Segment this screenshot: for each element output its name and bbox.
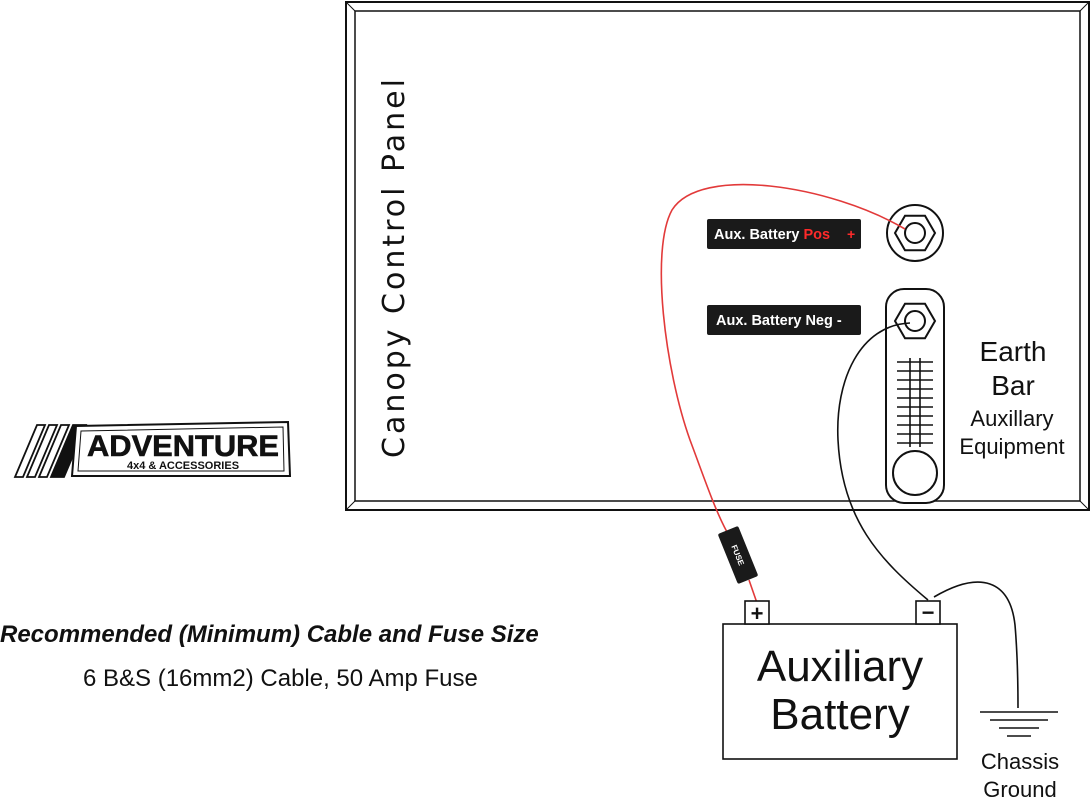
recommendation-detail: 6 B&S (16mm2) Cable, 50 Amp Fuse: [83, 665, 478, 692]
fuse: FUSE: [718, 526, 758, 584]
earth-bar-title-1: Earth: [980, 336, 1047, 367]
negative-wire: [836, 322, 929, 601]
auxiliary-battery: [722, 600, 958, 760]
ground-label-1: Chassis: [981, 749, 1059, 774]
pos-label-sign: +: [847, 226, 855, 242]
ground-icon: [980, 711, 1058, 737]
chassis-ground-wire: [933, 581, 1019, 709]
pos-terminal-label: Aux. Battery Pos +: [707, 219, 861, 249]
earth-bar-sub-1: Auxillary: [970, 406, 1053, 431]
battery-label-2: Battery: [770, 690, 909, 739]
pos-label-accent: Pos: [803, 227, 830, 243]
brand-logo: ADVENTURE 4x4 & ACCESSORIES: [13, 420, 292, 478]
neg-terminal-label: Aux. Battery Neg -: [707, 305, 861, 335]
earth-bar-title-2: Bar: [991, 370, 1035, 401]
earth-bar: [885, 288, 945, 504]
positive-wire: [660, 183, 906, 533]
svg-text:Aux. Battery Pos: Aux. Battery Pos: [714, 227, 830, 243]
battery-label-1: Auxiliary: [757, 642, 923, 691]
battery-negative-symbol: −: [922, 600, 935, 625]
recommendation-title: Recommended (Minimum) Cable and Fuse Siz…: [0, 621, 539, 648]
panel-title: Canopy Control Panel: [377, 76, 412, 458]
pos-label-text: Aux. Battery: [714, 227, 803, 243]
logo-tagline: 4x4 & ACCESSORIES: [127, 460, 239, 472]
battery-positive-symbol: +: [751, 601, 764, 626]
positive-wire-lower: [748, 579, 758, 604]
ground-label-2: Ground: [983, 777, 1056, 800]
earth-bar-sub-2: Equipment: [959, 434, 1064, 459]
neg-label-text: Aux. Battery Neg -: [716, 313, 842, 329]
positive-stud: [886, 204, 944, 262]
logo-name: ADVENTURE: [87, 430, 279, 463]
